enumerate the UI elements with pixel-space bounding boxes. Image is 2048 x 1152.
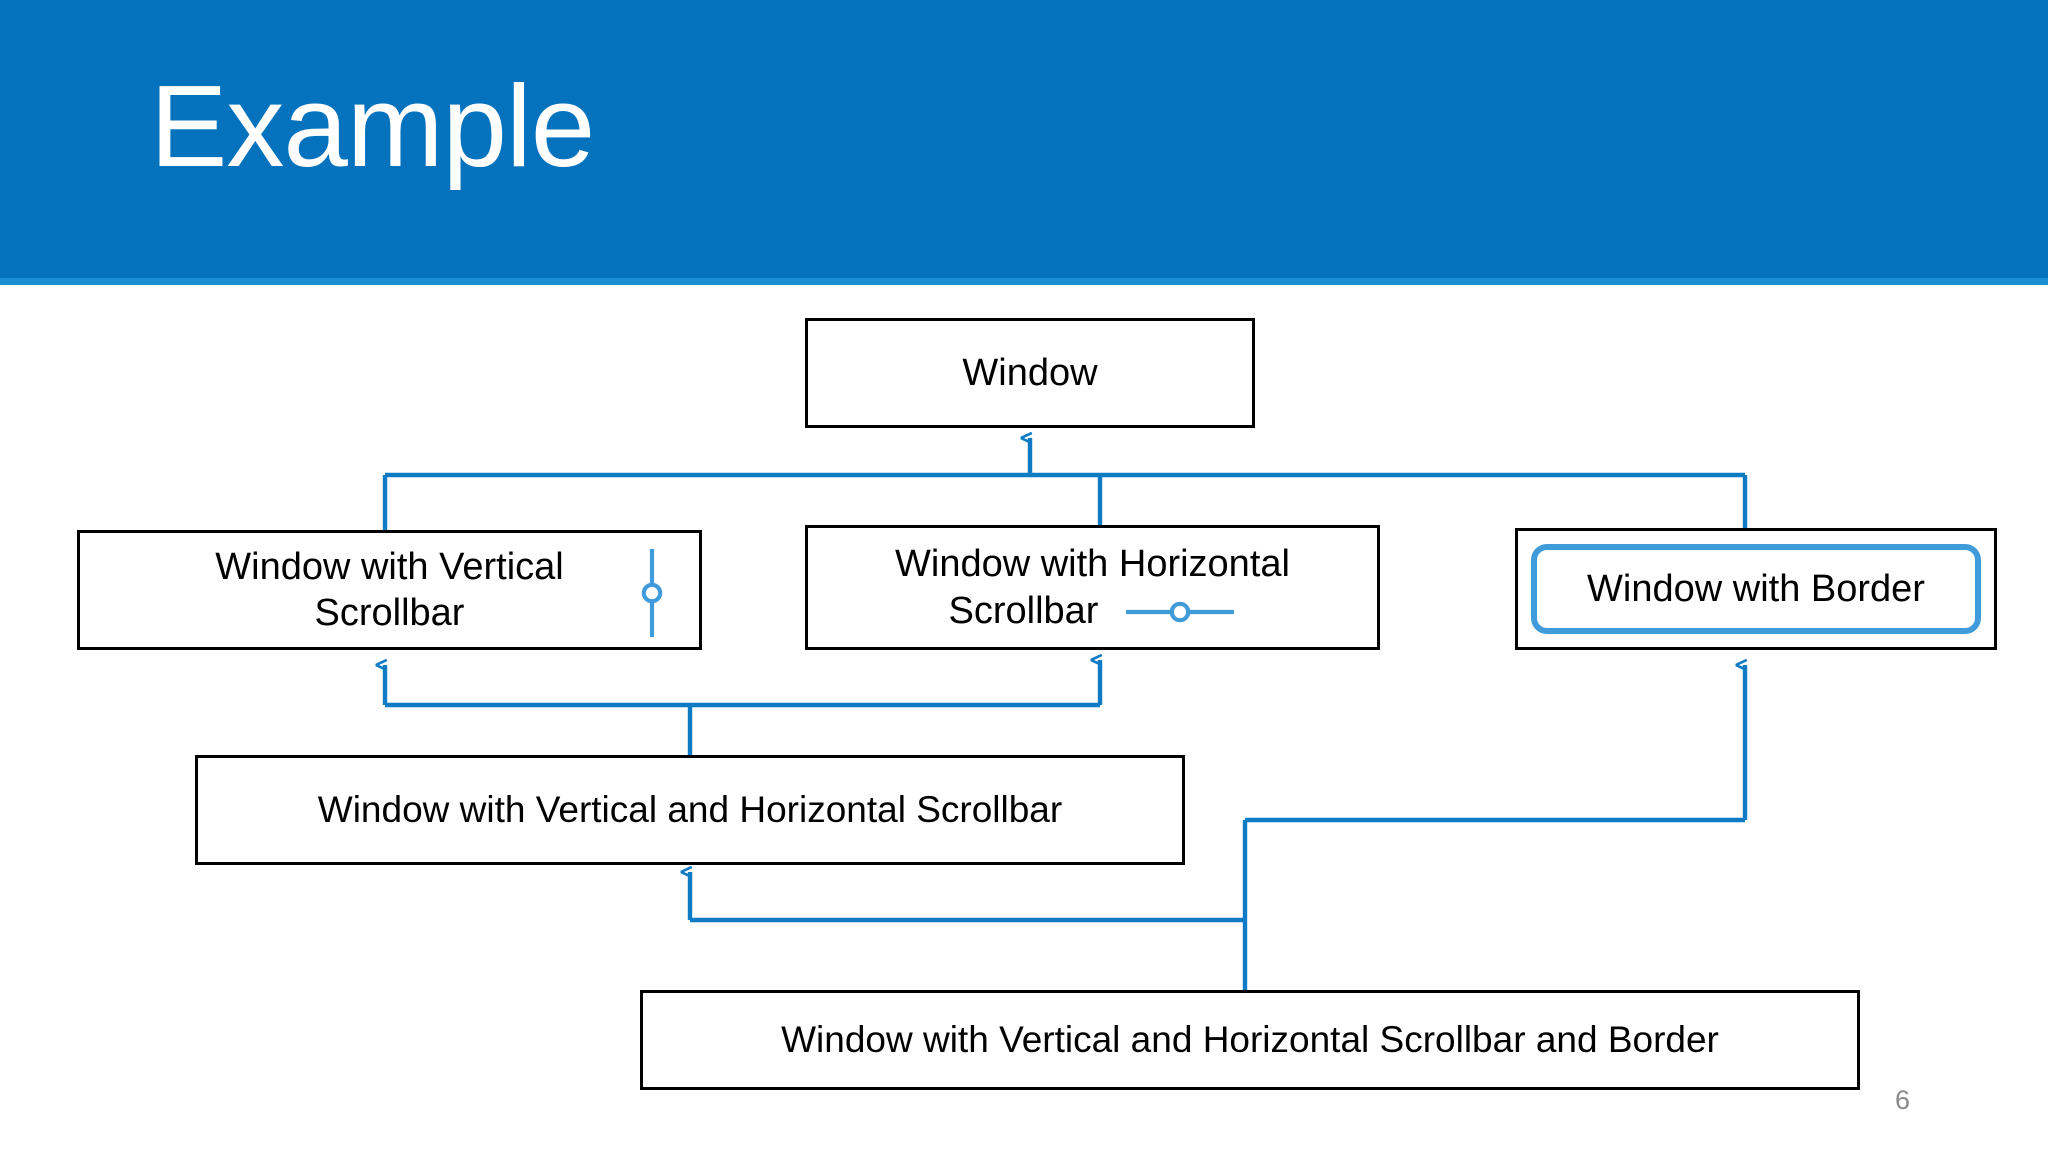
slide-number: 6 [1895,1085,1911,1115]
uml-class-window-with-border[interactable]: Window with Border [1515,528,1997,650]
uml-class-vscroll-label-line2: Scrollbar [314,592,465,634]
slide-header-band [0,0,2048,278]
vertical-scrollbar-icon[interactable] [637,547,667,639]
uml-class-vhscroll-label: Window with Vertical and Horizontal Scro… [317,789,1063,831]
uml-class-vhscrollborder-label: Window with Vertical and Horizontal Scro… [781,1019,1719,1061]
uml-class-border-label: Window with Border [1587,567,1925,610]
uml-class-window-with-horizontal-scrollbar[interactable]: Window with Horizontal Scrollbar [805,525,1380,650]
uml-class-window[interactable]: Window [805,318,1255,428]
uml-class-window-label: Window [962,351,1098,394]
uml-class-vscroll-label: Window with Vertical Scrollbar [205,544,573,637]
page-title: Example [150,61,595,191]
uml-class-hscroll-label-line1: Window with Horizontal [895,543,1290,586]
uml-class-window-with-vertical-and-horizontal-scrollbar-and-border[interactable]: Window with Vertical and Horizontal Scro… [640,990,1860,1090]
uml-class-window-with-vertical-and-horizontal-scrollbar[interactable]: Window with Vertical and Horizontal Scro… [195,755,1185,865]
header-accent-line [0,278,2048,285]
uml-class-hscroll-label-line2: Scrollbar [948,589,1099,632]
uml-class-window-with-vertical-scrollbar[interactable]: Window with Vertical Scrollbar [77,530,702,650]
horizontal-scrollbar-icon[interactable] [1124,597,1236,627]
uml-class-vscroll-label-line1: Window with Vertical [215,545,564,588]
uml-class-hscroll-label: Window with Horizontal Scrollbar [885,541,1300,634]
